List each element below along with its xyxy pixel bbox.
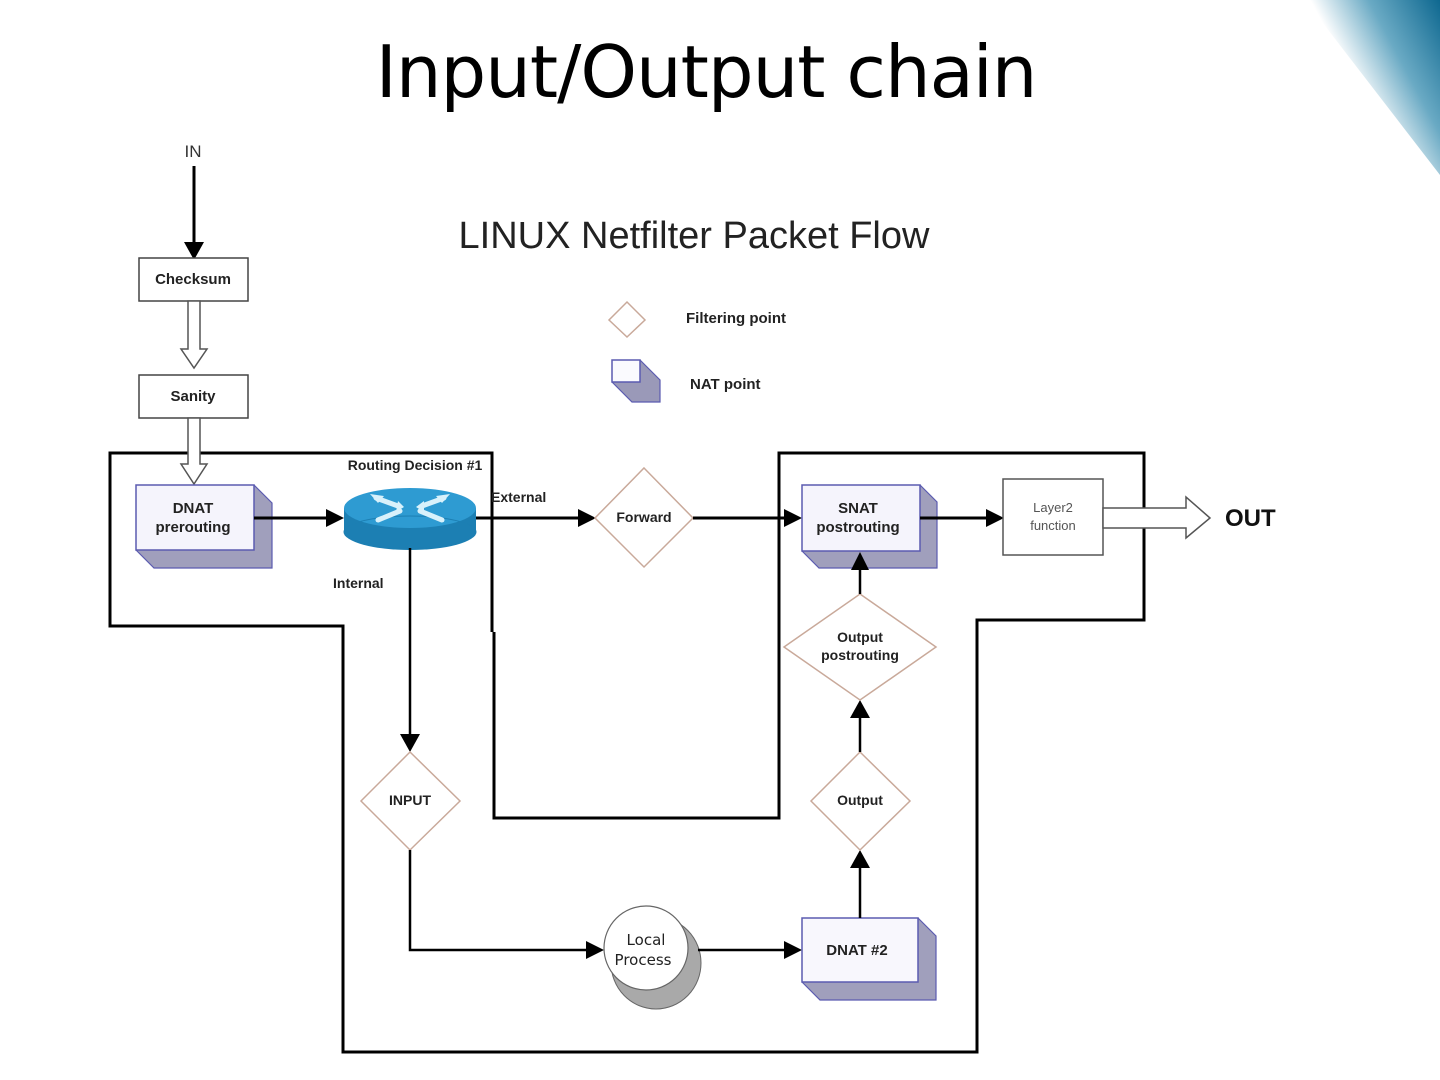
- svg-text:Forward: Forward: [616, 509, 671, 525]
- svg-text:DNAT #2: DNAT #2: [826, 942, 887, 959]
- hollow-arrow-sanity-dnat: [179, 417, 209, 486]
- legend-nat-label: NAT point: [690, 376, 761, 393]
- svg-text:Layer2: Layer2: [1033, 500, 1073, 515]
- in-label: IN: [185, 142, 202, 161]
- svg-text:postrouting: postrouting: [816, 519, 899, 536]
- svg-text:SNAT: SNAT: [838, 500, 878, 517]
- svg-text:postrouting: postrouting: [821, 647, 899, 663]
- dnat2-node[interactable]: DNAT #2: [801, 917, 937, 1001]
- local-process-node[interactable]: Local Process: [603, 905, 702, 1010]
- routing-decision-label: Routing Decision #1: [348, 457, 483, 473]
- svg-text:Output: Output: [837, 792, 883, 808]
- legend-nat-box-icon: [611, 359, 661, 403]
- hollow-arrow-checksum-sanity: [179, 300, 209, 370]
- arrowhead-snat-layer2: [986, 509, 1004, 527]
- legend-filtering-label: Filtering point: [686, 310, 786, 327]
- input-filter-node[interactable]: INPUT: [359, 750, 462, 852]
- svg-text:Checksum: Checksum: [155, 271, 231, 288]
- router-icon[interactable]: [343, 488, 477, 550]
- arrowhead-output-postrouting: [850, 700, 870, 718]
- corner-accent-gradient: [1305, 0, 1440, 175]
- slide-title: Input/Output chain: [375, 30, 1038, 114]
- out-label: OUT: [1225, 505, 1276, 532]
- arrow-input-localprocess: [408, 850, 588, 952]
- arrowhead-forward-snat: [784, 509, 802, 527]
- out-hollow-arrow: [1102, 495, 1212, 540]
- boundary-left: [108, 451, 1146, 1054]
- svg-text:Process: Process: [615, 951, 672, 969]
- legend-diamond-icon: [607, 300, 647, 339]
- svg-text:Output: Output: [837, 629, 883, 645]
- in-arrowhead: [184, 242, 204, 260]
- legend: Filtering point NAT point: [607, 300, 786, 403]
- arrowhead-dnat-router: [326, 509, 344, 527]
- forward-filter-node[interactable]: Forward: [593, 466, 695, 569]
- arrowhead-postrouting-snat: [851, 552, 869, 570]
- svg-text:Sanity: Sanity: [170, 388, 216, 405]
- diagram-title: LINUX Netfilter Packet Flow: [459, 215, 930, 257]
- snat-postrouting-node[interactable]: SNAT postrouting: [801, 484, 938, 569]
- internal-label: Internal: [333, 575, 384, 591]
- checksum-node[interactable]: Checksum: [138, 257, 249, 302]
- sanity-node[interactable]: Sanity: [138, 374, 249, 419]
- svg-text:DNAT: DNAT: [173, 500, 214, 517]
- arrowhead-input-localprocess: [586, 941, 604, 959]
- output-postrouting-filter-node[interactable]: Output postrouting: [782, 593, 938, 701]
- arrowhead-localprocess-dnat2: [784, 941, 802, 959]
- arrowhead-dnat2-output: [850, 850, 870, 868]
- svg-text:function: function: [1030, 518, 1076, 533]
- output-filter-node[interactable]: Output: [809, 750, 912, 852]
- svg-text:prerouting: prerouting: [156, 519, 231, 536]
- arrowhead-router-input: [400, 734, 420, 752]
- svg-text:Local: Local: [627, 931, 666, 949]
- arrowhead-router-forward: [578, 509, 596, 527]
- layer2-function-node[interactable]: Layer2 function: [1002, 478, 1104, 556]
- external-label: External: [491, 489, 546, 505]
- dnat-prerouting-node[interactable]: DNAT prerouting: [135, 484, 273, 569]
- svg-text:INPUT: INPUT: [389, 792, 431, 808]
